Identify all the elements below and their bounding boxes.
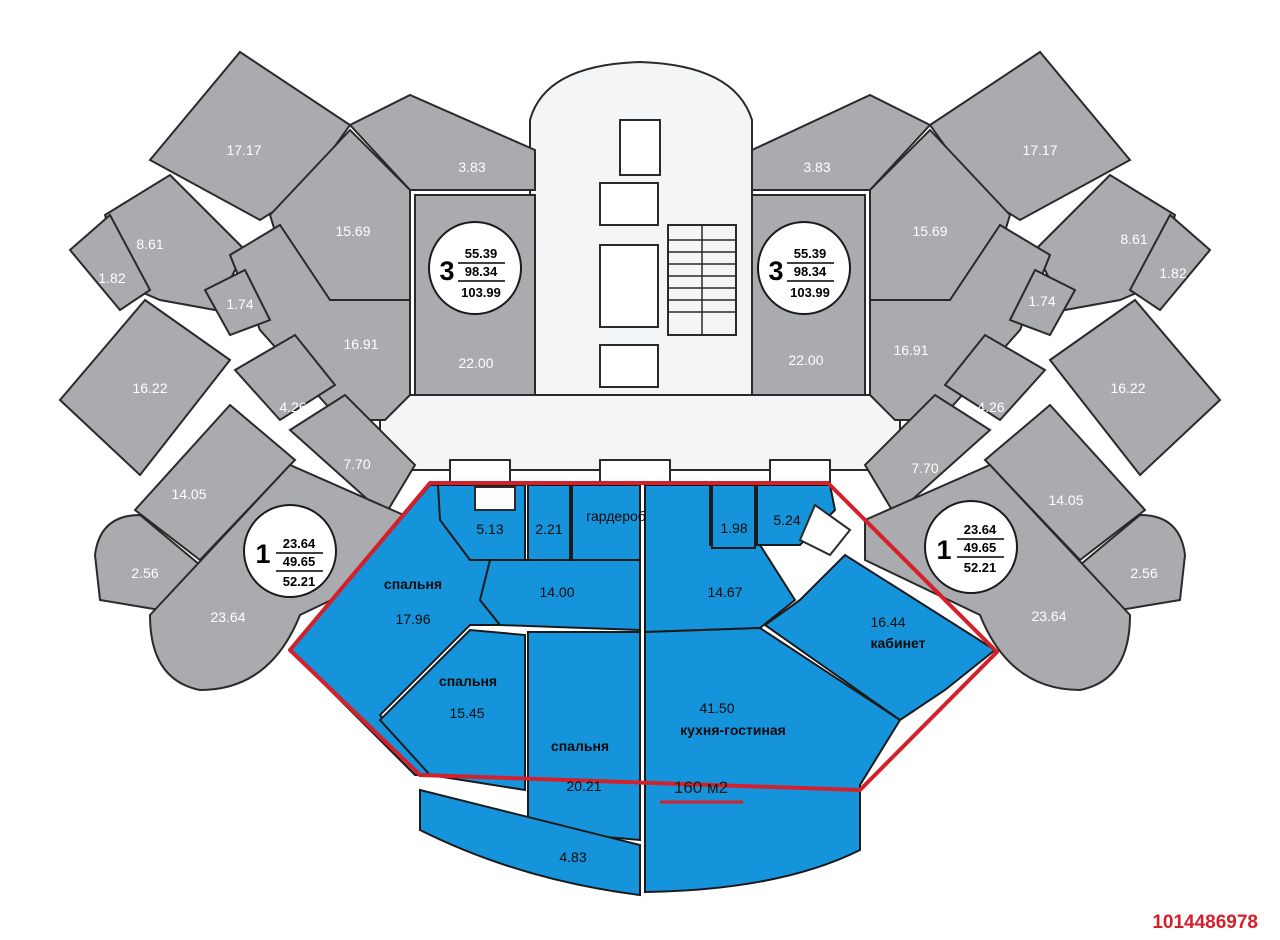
hall-area: 14.67 (707, 584, 742, 600)
wardrobe-label: гардероб (586, 508, 646, 524)
wc-area: 1.98 (720, 520, 747, 536)
hall-area: 14.00 (539, 584, 574, 600)
bedroom-area: 17.96 (395, 611, 430, 627)
room-area: 2.56 (1130, 565, 1157, 581)
left-upper-apartment (58, 50, 536, 477)
room-area: 4.26 (279, 399, 306, 415)
study-area: 16.44 (870, 614, 905, 630)
badge-total: 49.65 (964, 540, 997, 555)
study-label: кабинет (871, 635, 926, 651)
kitchen-label: кухня-гостиная (680, 722, 786, 738)
room-area: 23.64 (210, 609, 245, 625)
room-area: 3.83 (803, 159, 830, 175)
room-area: 8.61 (1120, 231, 1147, 247)
room-area: 17.17 (226, 142, 261, 158)
kitchen-area: 41.50 (699, 700, 734, 716)
room-area: 1.74 (1028, 293, 1055, 309)
room-area: 1.82 (1159, 265, 1186, 281)
room-area: 16.91 (343, 336, 378, 352)
bath-area: 5.13 (476, 521, 503, 537)
highlight-outline (288, 481, 999, 792)
badge-total: 98.34 (794, 264, 827, 279)
room-area: 16.22 (1110, 380, 1145, 396)
room-area: 1.74 (226, 296, 253, 312)
room-area: 23.64 (1031, 608, 1066, 624)
badge-with-balcony: 103.99 (461, 285, 501, 300)
room-area: 3.83 (458, 159, 485, 175)
bedroom-label: спальня (384, 576, 442, 592)
room-area: 4.26 (977, 399, 1004, 415)
badge-rooms: 1 (255, 539, 270, 569)
badge-living: 55.39 (465, 246, 498, 261)
central-core (379, 60, 901, 483)
badge-with-balcony: 103.99 (790, 285, 830, 300)
apartment-badge-one-room-left: 1 23.64 49.65 52.21 (243, 504, 337, 598)
room-area: 7.70 (343, 456, 370, 472)
balcony-area: 4.83 (559, 849, 586, 865)
bedroom-label: спальня (439, 673, 497, 689)
badge-total: 49.65 (283, 554, 316, 569)
room-area: 16.22 (132, 380, 167, 396)
badge-living: 23.64 (964, 522, 997, 537)
bedroom-area: 20.21 (566, 778, 601, 794)
bath-area: 5.24 (773, 512, 800, 528)
room-area: 17.17 (1022, 142, 1057, 158)
room-area: 14.05 (171, 486, 206, 502)
room-area: 7.70 (911, 460, 938, 476)
badge-rooms: 3 (439, 256, 454, 286)
room-area: 1.82 (98, 270, 125, 286)
badge-total: 98.34 (465, 264, 498, 279)
badge-living: 23.64 (283, 536, 316, 551)
room-area: 8.61 (136, 236, 163, 252)
total-area-label: 160 м2 (674, 778, 728, 797)
badge-with-balcony: 52.21 (964, 560, 997, 575)
room-area: 16.91 (893, 342, 928, 358)
room-area: 15.69 (912, 223, 947, 239)
badge-living: 55.39 (794, 246, 827, 261)
bedroom-area: 15.45 (449, 705, 484, 721)
apartment-badge-three-room-left: 3 55.39 98.34 103.99 (428, 221, 522, 315)
highlighted-apartment (288, 484, 997, 897)
badge-rooms: 3 (768, 256, 783, 286)
badge-rooms: 1 (936, 535, 951, 565)
wc-area: 2.21 (535, 521, 562, 537)
apartment-badge-three-room-right: 3 55.39 98.34 103.99 (757, 221, 851, 315)
room-area: 22.00 (458, 355, 493, 371)
room-area: 22.00 (788, 352, 823, 368)
room-area: 2.56 (131, 565, 158, 581)
badge-with-balcony: 52.21 (283, 574, 316, 589)
room-area: 15.69 (335, 223, 370, 239)
apartment-badge-one-room-right: 1 23.64 49.65 52.21 (924, 500, 1018, 594)
bedroom-label: спальня (551, 738, 609, 754)
listing-id: 1014486978 (1152, 912, 1258, 933)
room-area: 14.05 (1048, 492, 1083, 508)
